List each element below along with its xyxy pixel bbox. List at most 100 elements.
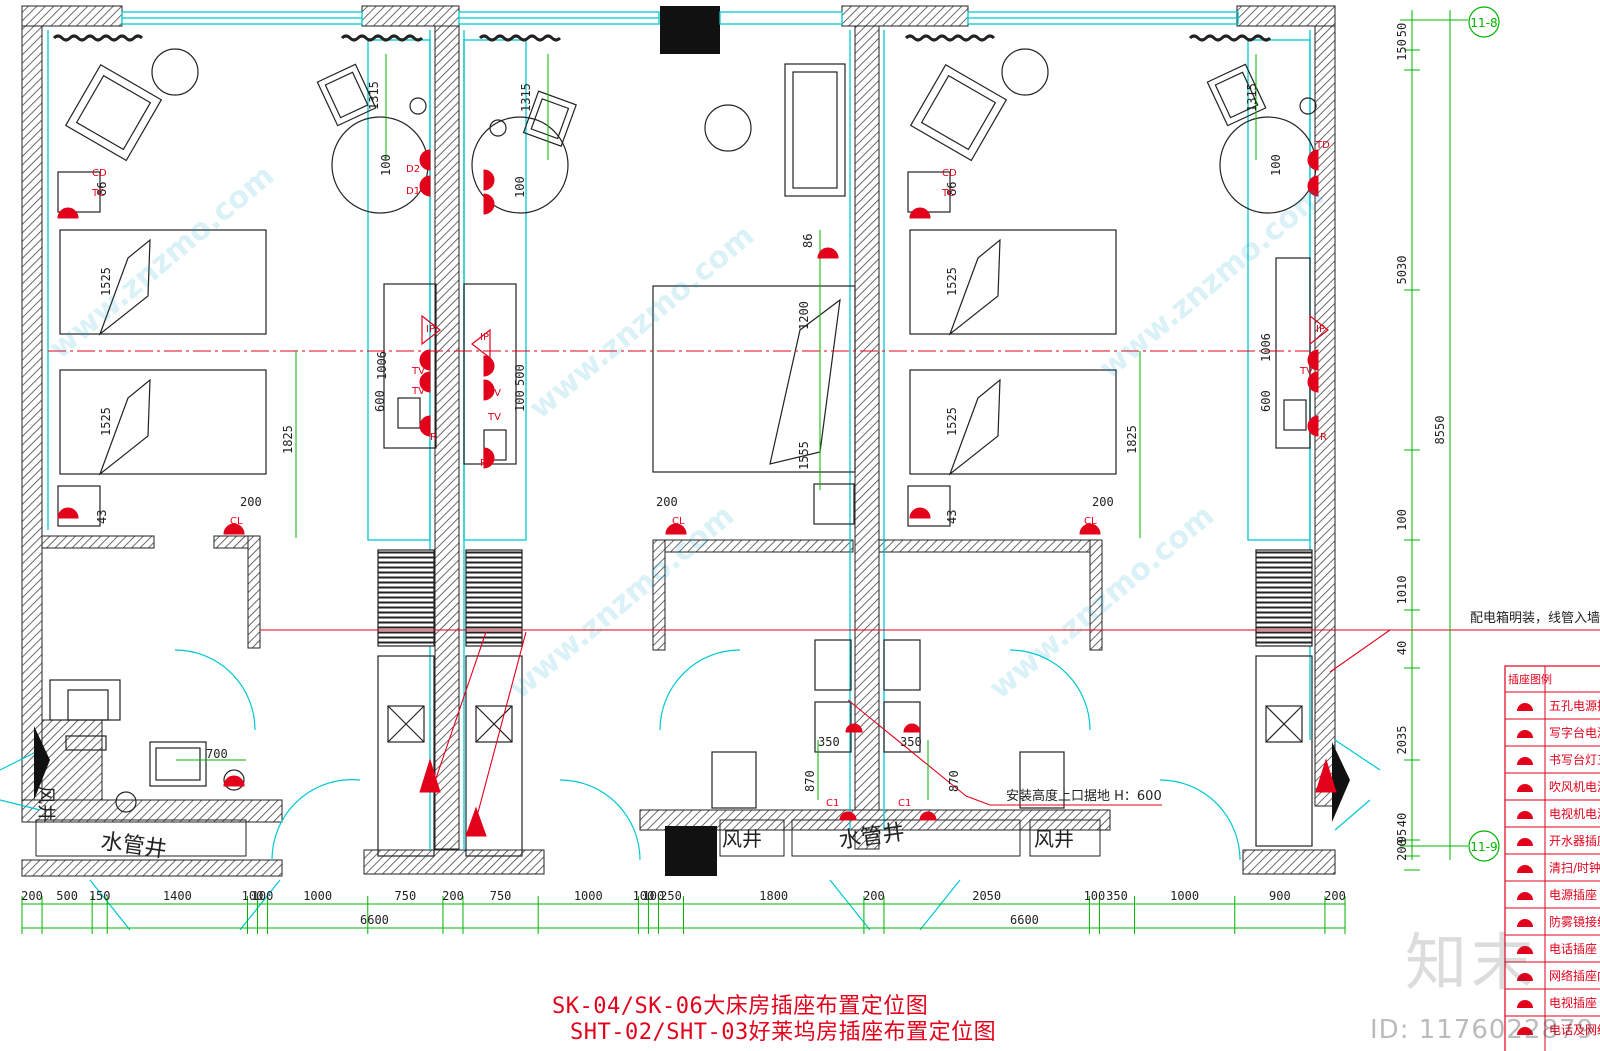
socket-icon <box>1517 1027 1533 1035</box>
room-dim: 1525 <box>99 407 113 436</box>
legend-item: 电源插座（中 <box>1549 887 1600 902</box>
socket-tag: CD <box>942 168 957 179</box>
socket-icon <box>1517 838 1533 846</box>
drawing-title-1: SK-04/SK-06大床房插座布置定位图 <box>552 994 929 1019</box>
room-dim: 350 <box>900 735 922 749</box>
dimension-label: 1000 <box>1170 889 1199 903</box>
total-dim: 6600 <box>1010 913 1039 927</box>
room-dim: 100 <box>513 390 527 412</box>
socket-icon <box>1517 703 1533 711</box>
socket-tag: CL <box>230 516 243 527</box>
socket-tag: D2 <box>406 164 420 175</box>
dimension-label: 2050 <box>972 889 1001 903</box>
socket-tag: CD <box>92 168 107 179</box>
room-dim: 1525 <box>945 267 959 296</box>
grid-label: 11-9 <box>1470 840 1497 854</box>
room-dim: 870 <box>947 770 961 792</box>
room-dim: 43 <box>945 510 959 524</box>
room-dim: 1525 <box>945 407 959 436</box>
socket-icon <box>1517 973 1533 981</box>
panel-note: 配电箱明装，线管入墙 <box>1470 610 1600 626</box>
dimension-label: 100 <box>633 889 655 903</box>
legend-item: 防雾镜接线 <box>1549 914 1600 929</box>
room-dim: 200 <box>240 495 262 509</box>
dimension-label: 40 <box>1395 641 1409 655</box>
room-dim: 870 <box>803 770 817 792</box>
socket-tag: CL <box>1084 516 1097 527</box>
legend-header: 插座图例 <box>1508 672 1552 686</box>
socket-tag: IP <box>1316 324 1325 335</box>
dimension-label: 750 <box>490 889 512 903</box>
socket-tag: C1 <box>226 778 239 789</box>
dimension-label: 50 <box>1395 23 1409 37</box>
socket-icon <box>1517 757 1533 765</box>
socket-tag: TV <box>411 366 425 377</box>
dimension-label: 750 <box>395 889 417 903</box>
room-dim: 600 <box>1259 390 1273 412</box>
dimension-label: 40 <box>1395 813 1409 827</box>
room-dim: 700 <box>206 747 228 761</box>
grid-label: 11-8 <box>1470 16 1497 30</box>
socket-tag: IP <box>480 332 489 343</box>
room-dim: 100 <box>379 154 393 176</box>
dimension-label: 200 <box>863 889 885 903</box>
dimension-label: 200 <box>1395 839 1409 861</box>
shaft-label: 风井 <box>1034 827 1074 851</box>
legend-item: 电视机电源 <box>1549 806 1600 821</box>
shaft-label: 风井 <box>722 827 762 851</box>
dimension-label: 100 <box>1084 889 1106 903</box>
door-leaf <box>34 726 50 800</box>
dimension-label: 200 <box>1324 889 1346 903</box>
dimension-label: 100 <box>242 889 264 903</box>
room-dim: 1315 <box>519 83 533 112</box>
legend-item: 写字台电源插座 <box>1549 725 1600 740</box>
legend-item: 开水器插座 <box>1549 833 1600 848</box>
column <box>665 826 717 876</box>
socket-tag: IP <box>426 324 435 335</box>
room-dim: 43 <box>95 510 109 524</box>
room-dim: 86 <box>801 234 815 248</box>
room-dim: 1315 <box>367 81 381 110</box>
dimension-label: 150 <box>89 889 111 903</box>
grid-axis: 11-8 11-9 <box>1468 6 1500 862</box>
room-dim: 1006 <box>375 351 389 380</box>
room-dim: 200 <box>656 495 678 509</box>
dimension-label: 8550 <box>1433 416 1447 445</box>
room-dimensions <box>176 54 1257 800</box>
door-leaf <box>1332 742 1350 822</box>
legend-item: 网络插座内 <box>1549 968 1600 983</box>
socket-icon <box>1517 1000 1533 1008</box>
column <box>660 6 720 54</box>
dimension-label: 200 <box>21 889 43 903</box>
watermark-id: ID: 1176022879 <box>1370 1015 1595 1045</box>
room-dim: 200 <box>1092 495 1114 509</box>
socket-tag: TD <box>1315 140 1330 151</box>
windows <box>47 11 1311 850</box>
total-dim: 6600 <box>360 913 389 927</box>
svg-text:www.znzmo.com: www.znzmo.com <box>503 498 741 706</box>
dimension-label: 2035 <box>1395 726 1409 755</box>
socket-tag: TC <box>91 188 105 199</box>
sockets <box>57 149 1337 837</box>
shaft-label: 水管井 <box>99 829 168 863</box>
socket-tag: TV <box>487 412 501 423</box>
dimension-label: 5030 <box>1395 256 1409 285</box>
dimension-label: 100 <box>252 889 274 903</box>
socket-icon <box>1517 811 1533 819</box>
watermark-brand: 知末 <box>1405 926 1538 999</box>
legend-item: 电视插座（ <box>1549 995 1600 1010</box>
bottom-dimension-chain <box>21 896 1346 934</box>
dimension-label: 200 <box>442 889 464 903</box>
height-note: 安装高度上口据地 H：600 <box>1006 788 1162 804</box>
socket-tag: R <box>1320 432 1327 443</box>
dimension-label: 250 <box>660 889 682 903</box>
socket-tag: TV <box>1299 366 1313 377</box>
legend-item: 电话插座（ <box>1549 941 1600 956</box>
room-dim: 1006 <box>1259 333 1273 362</box>
drawing-title-2: SHT-02/SHT-03好莱坞房插座布置定位图 <box>570 1020 997 1045</box>
room-dim: 500 <box>513 364 527 386</box>
dimension-label: 1010 <box>1395 576 1409 605</box>
right-dimension-chain <box>1400 10 1468 871</box>
dimension-label: 900 <box>1269 889 1291 903</box>
